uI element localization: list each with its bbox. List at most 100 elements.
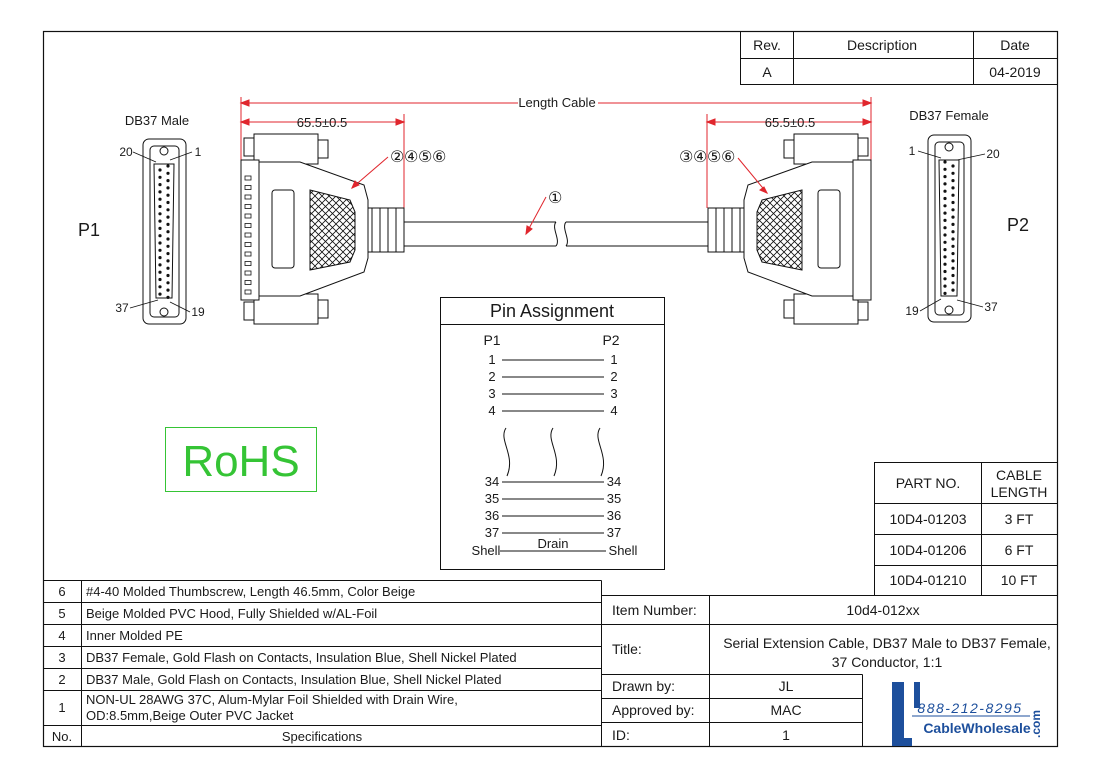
pin-right: 35 xyxy=(607,491,621,506)
spec-text: NON-UL 28AWG 37C, Alum-Mylar Foil Shield… xyxy=(86,692,458,707)
pin-tooth xyxy=(244,175,252,181)
pin-tooth xyxy=(244,280,252,285)
connector-pin xyxy=(158,285,162,289)
pin-left: 4 xyxy=(488,403,495,418)
connector-pin xyxy=(166,222,170,226)
pin-tooth xyxy=(244,289,252,295)
part-row-1-part: 10D4-01203 xyxy=(889,511,966,527)
connector-pin xyxy=(166,252,170,256)
connector-pin xyxy=(951,273,955,278)
connector-pin xyxy=(158,183,162,187)
drawn-by-label: Drawn by: xyxy=(612,678,675,694)
connector-pin xyxy=(158,219,162,223)
connector-pin xyxy=(951,244,955,248)
rohs-label: RoHS xyxy=(182,437,299,486)
connector-pin xyxy=(158,241,162,245)
approved-by-label: Approved by: xyxy=(612,702,695,718)
spec-text: DB37 Male, Gold Flash on Contacts, Insul… xyxy=(86,672,502,687)
connector-pin xyxy=(166,215,170,219)
pin-left: 3 xyxy=(488,386,495,401)
id-label: ID: xyxy=(612,727,630,743)
connector-pin xyxy=(158,175,162,179)
shell-left: Shell xyxy=(472,543,501,558)
connector-pin xyxy=(951,230,955,234)
right-dimension-label: 65.5±0.5 xyxy=(765,115,816,130)
male-pin-37: 37 xyxy=(115,301,129,315)
pin-tooth xyxy=(244,242,252,247)
pin-assignment-title: Pin Assignment xyxy=(490,301,614,321)
connector-pin xyxy=(166,208,170,212)
connector-pin xyxy=(166,186,170,190)
cable-length-header-2: LENGTH xyxy=(991,484,1048,500)
spec-text: DB37 Female, Gold Flash on Contacts, Ins… xyxy=(86,650,517,665)
connector-pin xyxy=(158,270,162,274)
pin-right: 37 xyxy=(607,525,621,540)
pin-tooth xyxy=(244,251,252,257)
p1-label: P1 xyxy=(78,220,100,240)
pin-col-p2: P2 xyxy=(602,332,619,348)
connector-pin xyxy=(166,281,170,285)
description-header: Description xyxy=(847,37,917,53)
pin-col-p1: P1 xyxy=(483,332,500,348)
connector-pin xyxy=(943,160,947,164)
male-pin-array xyxy=(158,164,170,299)
db37-male-face xyxy=(142,138,187,325)
connector-pin xyxy=(951,281,955,285)
female-pin-19: 19 xyxy=(905,304,919,318)
revision-table xyxy=(740,31,1058,85)
connector-pin xyxy=(166,266,170,270)
connector-pin xyxy=(166,244,170,248)
connector-pin xyxy=(943,284,947,288)
spec-text: OD:8.5mm,Beige Outer PVC Jacket xyxy=(86,708,294,723)
right-callout-4: ④ xyxy=(693,149,707,166)
connector-pin xyxy=(943,269,947,274)
connector-pin xyxy=(166,288,170,292)
connector-pin xyxy=(158,190,162,194)
connector-pin xyxy=(943,233,947,237)
item-number-label: Item Number: xyxy=(612,602,697,618)
part-no-header: PART NO. xyxy=(896,475,961,491)
spec-header: Specifications xyxy=(282,729,363,744)
male-pin-20: 20 xyxy=(119,145,133,159)
connector-pin xyxy=(943,240,947,244)
connector-pin xyxy=(158,256,162,260)
title-label: Title: xyxy=(612,641,642,657)
connector-pin xyxy=(158,277,162,282)
connector-pin xyxy=(951,252,955,256)
left-pin-teeth xyxy=(244,175,252,295)
callout-leaders xyxy=(351,156,769,236)
connector-pin xyxy=(166,259,170,263)
connector-pin xyxy=(166,200,170,205)
pin-left: 37 xyxy=(485,525,499,540)
female-pin-37: 37 xyxy=(984,300,998,314)
connector-pin xyxy=(943,255,947,259)
connector-pin xyxy=(158,292,162,296)
pin-tooth xyxy=(244,213,252,219)
cable-length-header-1: CABLE xyxy=(996,467,1042,483)
pin-right: 1 xyxy=(610,352,617,367)
pin-tooth xyxy=(244,185,252,190)
pin-right: 2 xyxy=(610,369,617,384)
pin-left: 35 xyxy=(485,491,499,506)
date-header: Date xyxy=(1000,37,1030,53)
right-connector-body xyxy=(707,133,872,325)
pin-tooth xyxy=(244,261,252,266)
connector-pin xyxy=(943,218,947,222)
cablewholesale-logo xyxy=(892,682,1030,746)
pin-right: 4 xyxy=(610,403,617,418)
connector-pin xyxy=(166,193,170,197)
id-value: 1 xyxy=(782,727,790,743)
connector-pin xyxy=(951,215,955,219)
connector-pin xyxy=(158,197,162,201)
rev-value: A xyxy=(762,64,772,80)
db37-female-face xyxy=(927,134,972,323)
connector-pin xyxy=(951,186,955,190)
connector-pin xyxy=(951,200,955,205)
logo-phone: 888-212-8295 xyxy=(917,700,1022,716)
pin-left: 1 xyxy=(488,352,495,367)
connector-pin xyxy=(166,171,170,175)
pin-right: 36 xyxy=(607,508,621,523)
pin-right: 3 xyxy=(610,386,617,401)
connector-pin xyxy=(166,230,170,234)
